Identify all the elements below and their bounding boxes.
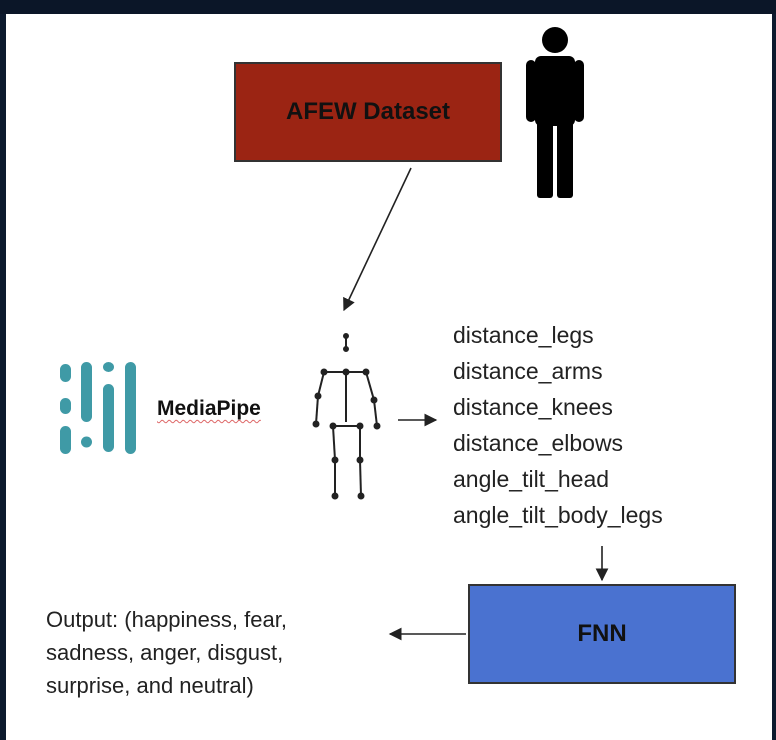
pose-skeleton-icon (312, 333, 381, 500)
feature-list: distance_legs distance_arms distance_kne… (453, 317, 663, 533)
top-border-strip (0, 0, 776, 14)
mediapipe-logo-icon (60, 362, 136, 454)
arrow-dataset-to-pose (343, 167, 412, 312)
output-line: sadness, anger, disgust, (46, 640, 284, 665)
output-text: Output: (happiness, fear, sadness, anger… (46, 603, 287, 702)
output-line: surprise, and neutral) (46, 673, 254, 698)
person-icon (526, 27, 584, 198)
feature-item: angle_tilt_head (453, 466, 610, 492)
output-line: Output: (happiness, fear, (46, 607, 287, 632)
fnn-label: FNN (577, 620, 627, 647)
feature-item: distance_arms (453, 358, 603, 384)
fnn-box: FNN (468, 584, 736, 684)
mediapipe-label: MediaPipe (157, 397, 261, 420)
feature-item: distance_knees (453, 394, 613, 420)
feature-item: distance_legs (453, 322, 594, 348)
afew-dataset-box: AFEW Dataset (234, 62, 502, 162)
feature-item: distance_elbows (453, 430, 624, 456)
afew-dataset-label: AFEW Dataset (285, 98, 451, 125)
feature-item: angle_tilt_body_legs (453, 502, 663, 528)
diagram-canvas: AFEW Dataset (6, 14, 772, 740)
diagram-graphics (60, 27, 609, 641)
